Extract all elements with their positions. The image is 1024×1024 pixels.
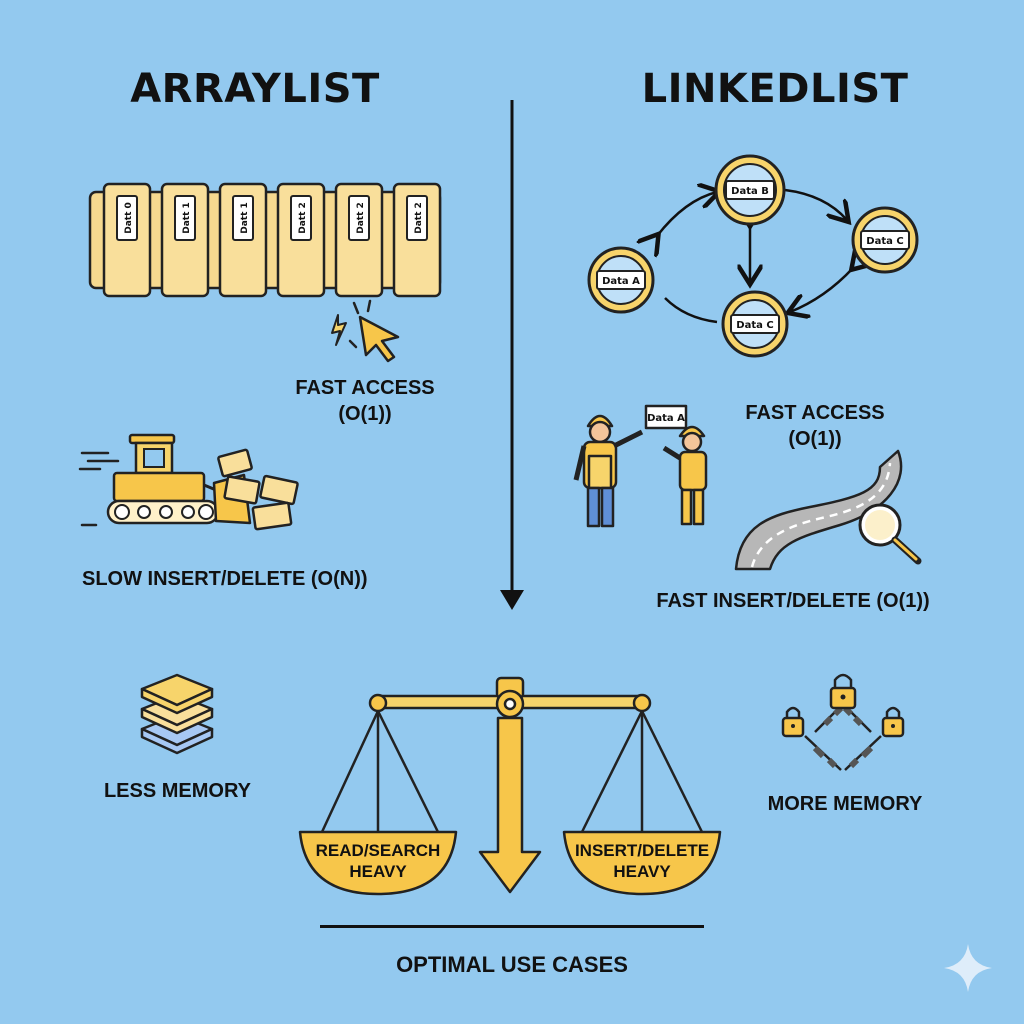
left-pan-line1: READ/SEARCH [315,841,441,860]
array-cell: Datt 1 [218,182,268,298]
left-pan-line2: HEAVY [349,862,407,881]
arraylist-title: ARRAYLIST [130,66,380,112]
linked-node: Data C [721,290,789,358]
array-cells: Datt 0 Datt 1 Datt 1 Datt 2 Datt 2 Datt 2 [88,182,442,298]
arraylist-fast-access-line1: FAST ACCESS [295,377,435,399]
linkedlist-title: LINKEDLIST [641,66,909,112]
linked-nodes: Data B Data C Data A Data C [587,154,919,358]
array-cell-label: Datt 2 [298,202,308,234]
linked-node: Data A [587,246,655,314]
arraylist-fast-access-line2: (O(1)) [338,403,392,425]
divider-arrow [500,100,524,610]
arraylist-fast-access-label: FAST ACCESS (O(1)) [280,375,450,427]
linkedlist-fast-access-label: FAST ACCESS (O(1)) [730,400,900,452]
magnifier-icon [858,503,922,565]
array-cell: Datt 0 [102,182,152,298]
array-cell-label: Datt 0 [124,202,134,234]
right-pan-label: INSERT/DELETE HEAVY [564,840,720,882]
linked-node-label: Data C [866,236,903,247]
cursor-click-icon [331,299,400,363]
array-cell-label: Datt 2 [414,202,424,234]
bulldozer-icon [78,433,299,531]
array-cell: Datt 1 [160,182,210,298]
array-cell: Datt 2 [334,182,384,298]
array-cell-label: Datt 1 [182,202,192,234]
right-pan-line2: HEAVY [613,862,671,881]
array-cell: Datt 2 [276,182,326,298]
linkedlist-fast-access-line2: (O(1)) [788,428,842,450]
workers-icon: Data A [573,404,708,528]
balance-scale-icon [298,676,722,896]
array-cell-label: Datt 2 [356,202,366,234]
arraylist-slow-insert-label: SLOW INSERT/DELETE (O(N)) [82,568,368,590]
array-cell: Datt 2 [392,182,442,298]
footer-caption: OPTIMAL USE CASES [396,952,628,977]
linked-node: Data B [714,154,786,226]
linked-node-label: Data C [736,320,773,331]
less-memory-label: LESS MEMORY [103,780,252,802]
padlock-chain-icon [781,673,905,771]
footer-rule [320,925,704,928]
linked-node-label: Data A [602,276,640,287]
right-pan-line1: INSERT/DELETE [574,841,710,860]
linked-node-label: Data B [731,186,769,197]
worker-sign-text: Data A [647,413,685,424]
linkedlist-fast-access-line1: FAST ACCESS [745,402,885,424]
left-pan-label: READ/SEARCH HEAVY [300,840,456,882]
linkedlist-fast-insert-label: FAST INSERT/DELETE (O(1)) [656,590,930,612]
more-memory-label: MORE MEMORY [767,793,923,815]
linked-node: Data C [851,206,919,274]
stacked-layers-icon [140,673,214,755]
winding-road-icon [734,449,922,571]
sparkle-icon [944,944,992,992]
array-cell-label: Datt 1 [240,202,250,234]
